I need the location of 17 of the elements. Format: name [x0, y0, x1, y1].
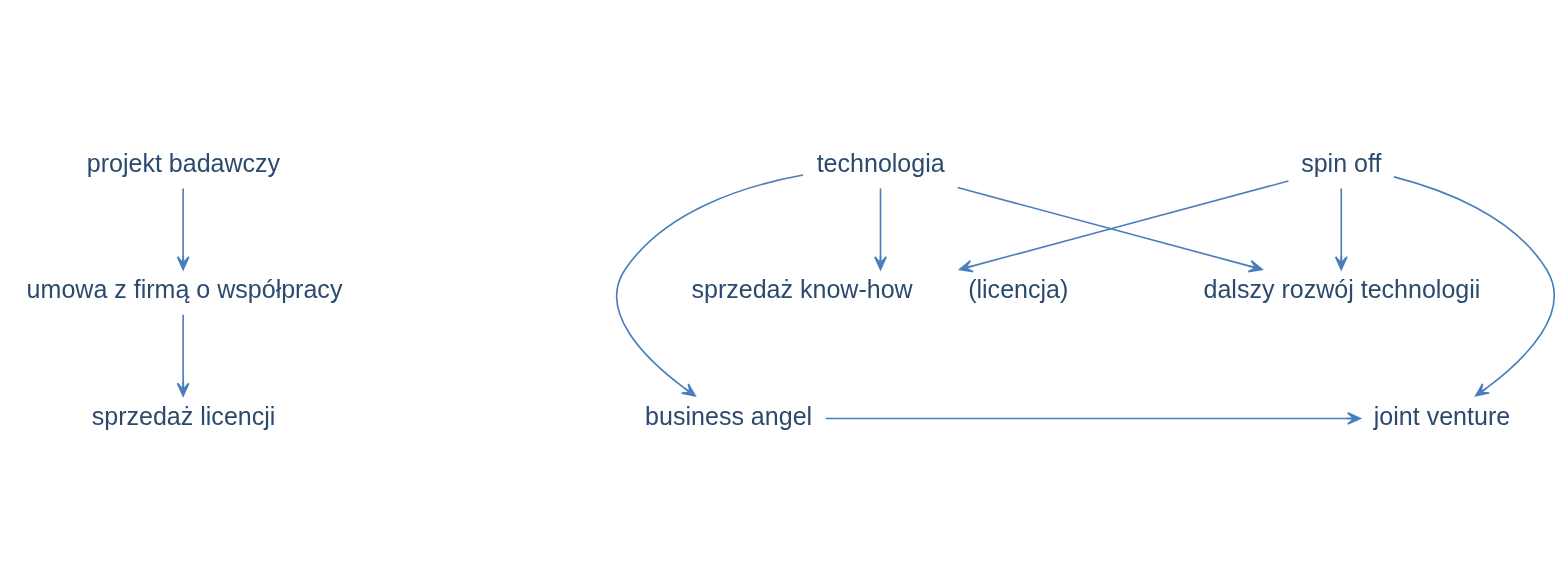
arrow — [874, 187, 887, 271]
arrow — [176, 314, 190, 397]
node-text: umowa z firmą o współpracy — [26, 275, 343, 304]
node-text: business angel — [645, 401, 813, 430]
node-text: sprzedaż licencji — [91, 401, 276, 430]
node-text: spin off — [1301, 148, 1382, 177]
node-text: projekt badawczy — [86, 148, 281, 177]
arrow — [1334, 187, 1348, 271]
node-text: technologia — [816, 148, 945, 177]
arrow — [616, 174, 804, 397]
node-text: joint venture — [1373, 401, 1511, 430]
arrow — [1393, 176, 1555, 397]
node-text: sprzedaż know-how — [691, 275, 913, 304]
arrow — [824, 412, 1362, 425]
node-text: dalszy rozwój technologii — [1203, 275, 1481, 304]
arrow — [176, 187, 190, 271]
node-label: (licencja) — [968, 275, 1069, 304]
